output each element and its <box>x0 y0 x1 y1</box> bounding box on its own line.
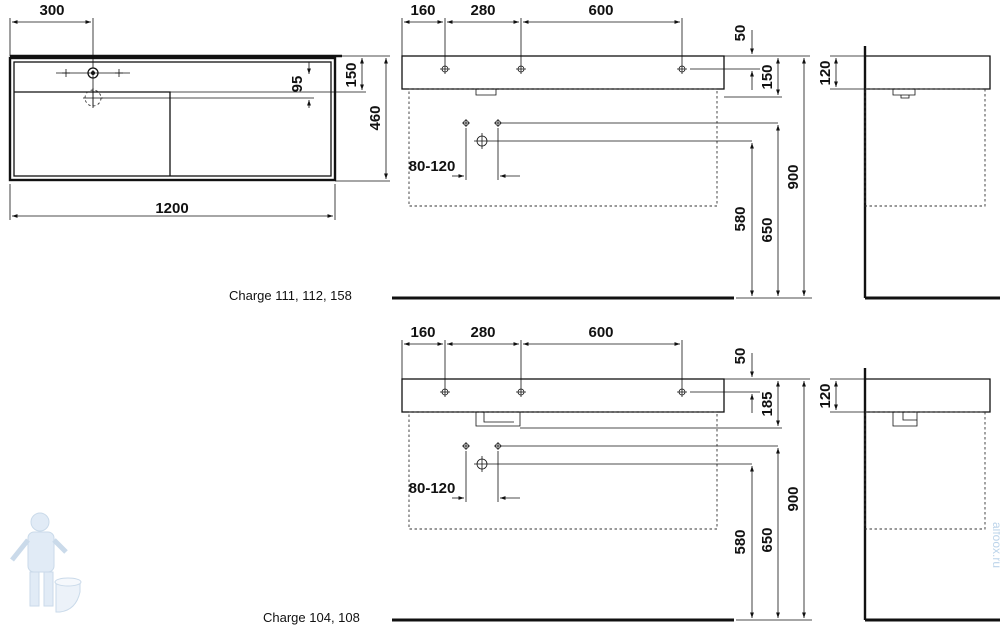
plumber-mascot-logo <box>10 512 82 613</box>
dim-600-label-2: 600 <box>588 324 613 341</box>
dim-50-label-2: 50 <box>732 348 749 365</box>
dim-280-label: 280 <box>470 2 495 19</box>
dim-95-label: 95 <box>289 76 306 93</box>
dim-80-120-label: 80-120 <box>409 158 456 175</box>
drain-icon <box>83 88 103 108</box>
waste-connection-2-icon <box>474 456 490 472</box>
dim-1200-label: 1200 <box>155 200 188 217</box>
watermark-text: alfoox.ru <box>990 522 1000 568</box>
side-view-1: 120 <box>817 46 1000 300</box>
water-connection-left-2-icon <box>462 442 470 450</box>
water-connection-left-icon <box>462 119 470 127</box>
dim-120-label: 120 <box>817 60 834 85</box>
cabinet-2 <box>408 411 718 530</box>
dim-120-label-2: 120 <box>817 383 834 408</box>
dim-300-label: 300 <box>39 2 64 19</box>
plan-view: 300 1200 460 150 95 <box>8 2 390 220</box>
basin-front-2 <box>401 378 725 413</box>
dim-150-right-label: 150 <box>759 64 776 89</box>
dim-580-label-2: 580 <box>732 529 749 554</box>
dim-160-label-2: 160 <box>410 324 435 341</box>
side-siphon-2 <box>892 412 918 427</box>
side-cabinet-2 <box>864 411 986 530</box>
dim-80-120-label-2: 80-120 <box>409 480 456 497</box>
side-view-2: 120 <box>817 368 1000 622</box>
dim-160-label: 160 <box>410 2 435 19</box>
optional-hole-right-icon <box>115 69 123 77</box>
basin-front-1 <box>401 55 725 90</box>
side-drain-1 <box>892 89 916 99</box>
dim-50-label: 50 <box>732 25 749 42</box>
dim-580-label: 580 <box>732 206 749 231</box>
dim-600-label: 600 <box>588 2 613 19</box>
dim-650-label-2: 650 <box>759 527 776 552</box>
dim-460-label: 460 <box>367 105 384 130</box>
side-basin-1 <box>865 55 991 90</box>
tap-hole-3-icon <box>677 64 687 74</box>
tap-hole-2b-icon <box>516 387 526 397</box>
charge-label-2: Charge 104, 108 <box>263 610 360 625</box>
basin-outline <box>8 56 337 182</box>
dim-900-label: 900 <box>785 164 802 189</box>
dim-900-label-2: 900 <box>785 486 802 511</box>
overflow-outlet-1 <box>475 89 497 96</box>
tap-hole-1-icon <box>440 64 450 74</box>
siphon-box-2 <box>475 412 521 427</box>
tap-hole-3b-icon <box>677 387 687 397</box>
optional-hole-left-icon <box>62 69 70 77</box>
charge-label-1: Charge 111, 112, 158 <box>229 288 352 303</box>
tap-hole-2-icon <box>516 64 526 74</box>
dim-280-label-2: 280 <box>470 324 495 341</box>
dim-185-label: 185 <box>759 391 776 416</box>
tap-hole-1b-icon <box>440 387 450 397</box>
cabinet-1 <box>408 88 718 207</box>
side-cabinet-1 <box>864 88 986 207</box>
side-basin-2 <box>865 378 991 413</box>
basin-rim <box>13 61 332 177</box>
basin-bowl <box>14 91 171 176</box>
dim-150-label: 150 <box>343 62 360 87</box>
dim-650-label: 650 <box>759 217 776 242</box>
waste-connection-icon <box>474 133 490 149</box>
front-view-2: 80-120 160 280 600 50 185 580 650 900 Ch… <box>263 324 812 625</box>
front-view-1: 80-120 160 280 600 50 150 580 650 900 Ch… <box>229 2 812 303</box>
